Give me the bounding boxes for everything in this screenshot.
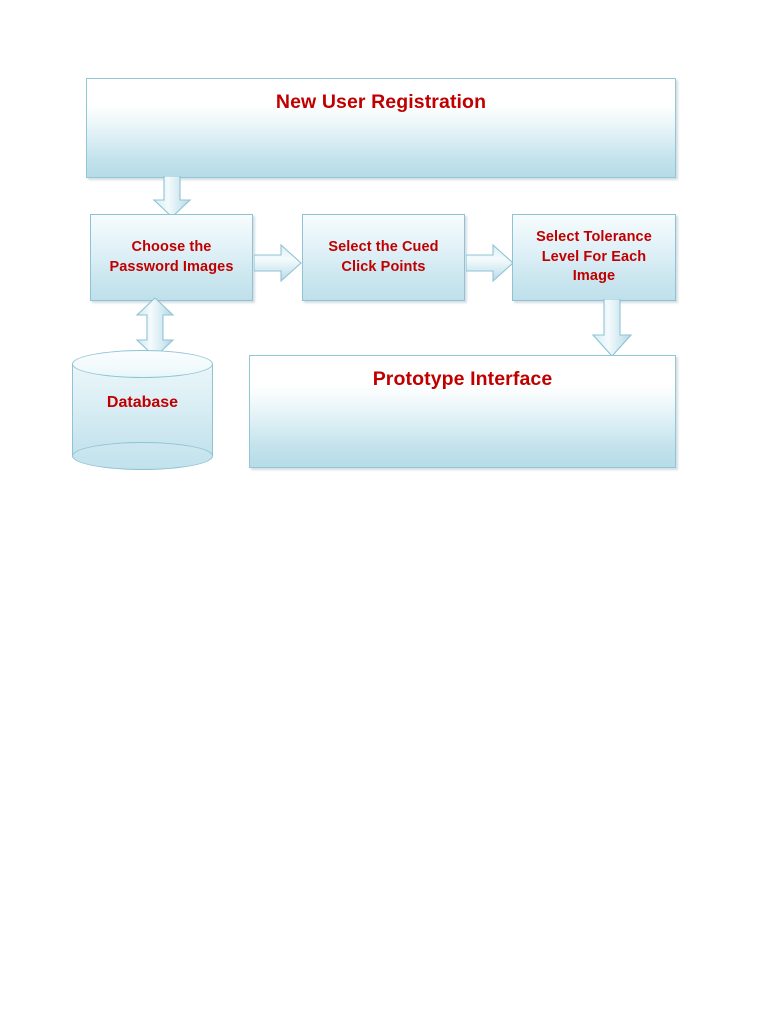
node-database-label: Database xyxy=(106,394,179,411)
node-select-tolerance-level-label: Select Tolerance Level For Each Image xyxy=(530,228,658,287)
node-prototype-interface-label: Prototype Interface xyxy=(372,368,553,390)
node-select-cued-click-points-line-1: Select the Cued xyxy=(328,238,439,255)
arrow-step2-to-step3-icon xyxy=(466,243,514,283)
node-new-user-registration[interactable]: New User Registration xyxy=(86,78,676,178)
cylinder-top-ellipse xyxy=(72,350,213,378)
node-database[interactable]: Database xyxy=(72,350,213,470)
node-choose-password-images-line-2: Password Images xyxy=(109,258,234,275)
node-select-tolerance-level[interactable]: Select Tolerance Level For Each Image xyxy=(512,214,676,301)
node-new-user-registration-label: New User Registration xyxy=(275,91,487,113)
node-choose-password-images-label: Choose the Password Images xyxy=(104,238,240,277)
cylinder-bottom-ellipse xyxy=(72,442,213,470)
node-select-cued-click-points-label: Select the Cued Click Points xyxy=(322,238,444,277)
arrow-step3-to-output-icon xyxy=(589,299,635,357)
node-select-tolerance-level-line-1: Select Tolerance xyxy=(536,229,652,246)
node-select-tolerance-level-line-2: Level For Each xyxy=(541,248,647,265)
cylinder-body xyxy=(72,364,213,456)
node-select-tolerance-level-line-3: Image xyxy=(572,268,616,285)
node-choose-password-images[interactable]: Choose the Password Images xyxy=(90,214,253,301)
node-prototype-interface[interactable]: Prototype Interface xyxy=(249,355,676,468)
arrow-step1-to-step2-icon xyxy=(254,243,302,283)
node-select-cued-click-points-line-2: Click Points xyxy=(341,258,426,275)
node-choose-password-images-line-1: Choose the xyxy=(131,238,212,255)
arrow-title-to-step1-icon xyxy=(150,176,194,218)
node-select-cued-click-points[interactable]: Select the Cued Click Points xyxy=(302,214,465,301)
database-cylinder-icon xyxy=(72,350,213,470)
